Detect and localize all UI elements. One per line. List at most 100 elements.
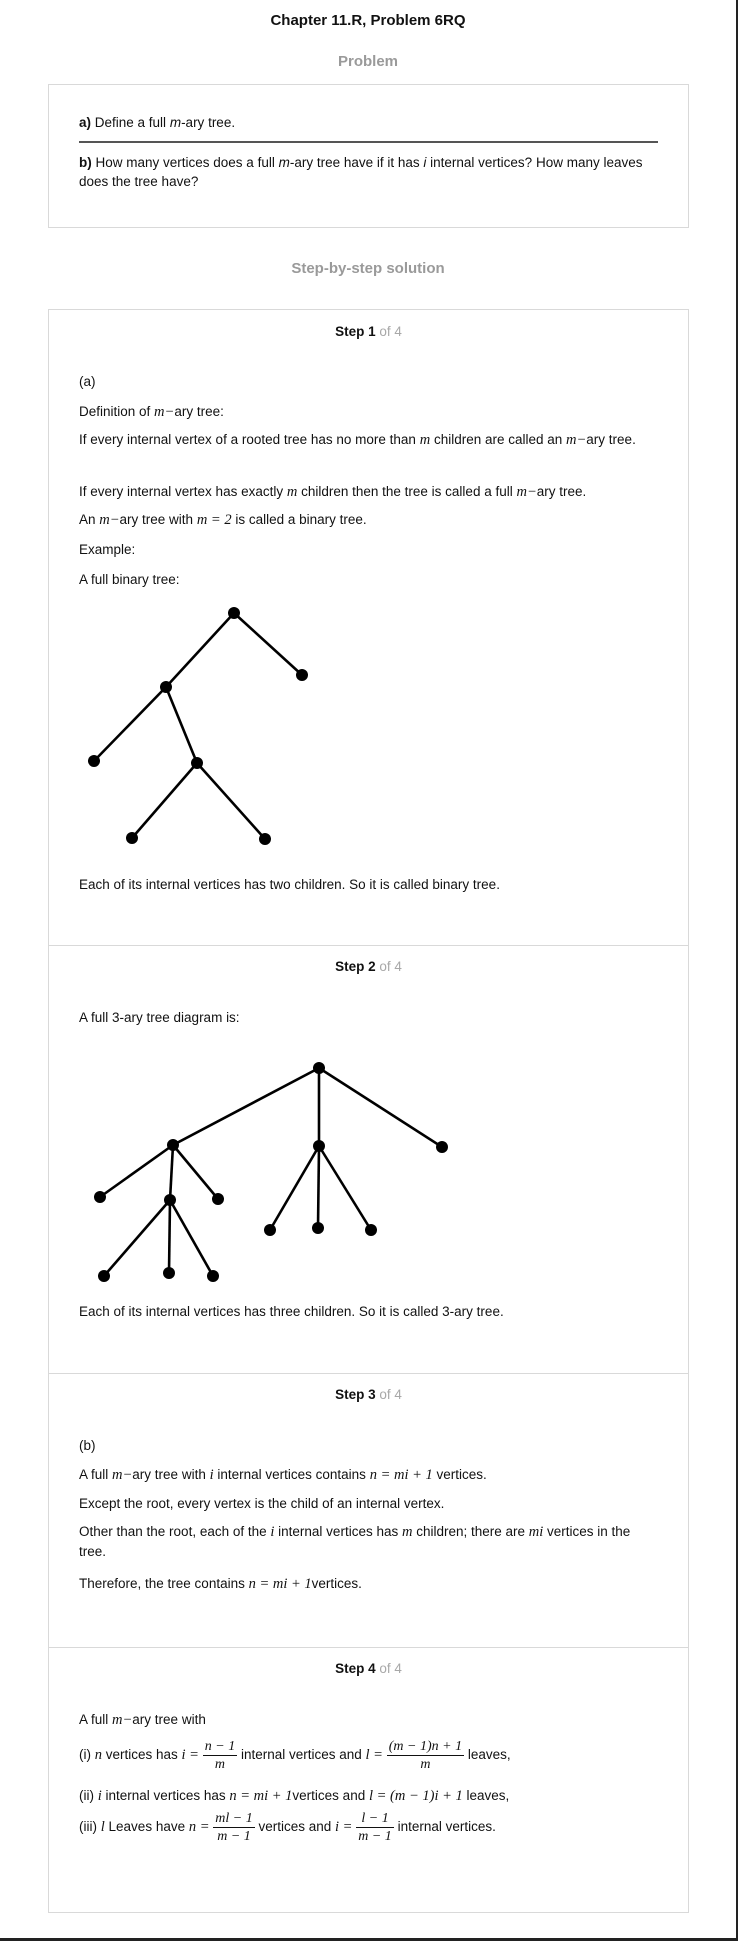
step-2-label: Step 2 <box>335 959 376 974</box>
text: leaves, <box>462 1788 510 1803</box>
math: m− <box>516 484 537 500</box>
tree-node <box>191 757 203 769</box>
step-1-line-3: An m−ary tree with m = 2 is called a bin… <box>79 510 658 530</box>
step-2-intro: A full 3-ary tree diagram is: <box>79 1010 240 1025</box>
tree-leaf <box>365 1224 377 1236</box>
ternary-tree-diagram <box>94 1062 448 1282</box>
page-frame-right <box>736 0 738 1941</box>
step-1-label: Step 1 <box>335 324 376 339</box>
math: l = <box>365 1747 383 1763</box>
step-4-item-ii: (ii) i internal vertices has n = mi + 1v… <box>79 1786 658 1806</box>
solution-heading: Step-by-step solution <box>291 260 445 277</box>
text: Therefore, the tree contains <box>79 1576 249 1591</box>
page-frame-bottom <box>0 1938 738 1941</box>
text: vertices and <box>292 1788 369 1803</box>
math: n <box>94 1747 102 1763</box>
tree-leaf <box>88 755 100 767</box>
math: i <box>97 1788 102 1804</box>
tree-node <box>164 1194 176 1206</box>
part-b-text-end: internal vertices? How many leaves does … <box>79 155 643 189</box>
math: i <box>209 1467 214 1483</box>
text: ary tree. <box>536 484 587 499</box>
math: m <box>419 432 431 448</box>
step-4-line-1: A full m−ary tree with <box>79 1710 658 1730</box>
tree-leaf <box>212 1193 224 1205</box>
text: vertices has <box>102 1747 182 1762</box>
step-1-conclusion: Each of its internal vertices has two ch… <box>79 877 500 892</box>
problem-box: a) Define a full m-ary tree. b) How many… <box>48 84 689 228</box>
math: m− <box>112 1467 133 1483</box>
math: n = mi + 1 <box>248 1576 312 1592</box>
math: i = <box>181 1747 199 1763</box>
problem-divider <box>79 141 658 143</box>
text: children; there are <box>412 1524 529 1539</box>
part-a-label: a) <box>79 115 92 130</box>
math: n = mi + 1 <box>369 1467 433 1483</box>
step-1-line-2: If every internal vertex has exactly m c… <box>79 482 658 502</box>
tree-edges <box>99 1066 443 1277</box>
tree-leaf <box>126 832 138 844</box>
part-b-text-mid: -ary tree have if it has <box>289 155 424 170</box>
text: Other than the root, each of the <box>79 1524 271 1539</box>
part-a-text-end: -ary tree. <box>181 115 236 130</box>
tree-node <box>167 1139 179 1151</box>
tree-leaf <box>264 1224 276 1236</box>
text: ary tree with <box>132 1712 206 1727</box>
step-1: Step 1 of 4 (a) Definition of m−ary tree… <box>49 310 688 945</box>
item-label: (iii) <box>79 1819 101 1834</box>
text: internal vertices has <box>274 1524 402 1539</box>
tree-leaf <box>436 1141 448 1153</box>
text: ary tree: <box>174 404 224 419</box>
tree-node-root <box>313 1062 325 1074</box>
tree-leaf <box>163 1267 175 1279</box>
text: Leaves have <box>104 1819 189 1834</box>
text: internal vertices and <box>237 1747 366 1762</box>
part-a-var: m <box>169 115 182 130</box>
step-1-of: of 4 <box>375 324 402 339</box>
step-4-title: Step 4 of 4 <box>49 1661 688 1676</box>
tree-leaf <box>259 833 271 845</box>
text: An <box>79 512 100 527</box>
numerator: (m − 1)n + 1 <box>386 1738 465 1756</box>
step-separator <box>49 1647 688 1648</box>
tree-nodes <box>88 607 308 845</box>
math: i <box>270 1524 275 1540</box>
text: is called a binary tree. <box>235 512 367 527</box>
step-3-line-2: Except the root, every vertex is the chi… <box>79 1496 445 1511</box>
step-separator <box>49 945 688 946</box>
step-1-title: Step 1 of 4 <box>49 324 688 339</box>
problem-heading: Problem <box>337 53 398 70</box>
step-3-line-4: Therefore, the tree contains n = mi + 1v… <box>79 1574 658 1594</box>
step-2-title: Step 2 of 4 <box>49 959 688 974</box>
text: ary tree with <box>132 1467 210 1482</box>
text: internal vertices. <box>393 1819 496 1834</box>
problem-part-a: a) Define a full m-ary tree. <box>79 113 658 132</box>
math: m− <box>112 1712 133 1728</box>
text: children are called an <box>433 432 567 447</box>
part-b-label: b) <box>79 155 92 170</box>
numerator: ml − 1 <box>213 1810 255 1828</box>
tree-nodes <box>94 1062 448 1282</box>
math: m− <box>566 432 587 448</box>
text: vertices and <box>254 1819 336 1834</box>
step-separator <box>49 1373 688 1374</box>
text: ary tree with <box>119 512 197 527</box>
problem-part-b: b) How many vertices does a full m-ary t… <box>79 153 658 191</box>
text: vertices. <box>311 1576 362 1591</box>
step-3-part: (b) <box>79 1438 96 1453</box>
math: m <box>401 1524 413 1540</box>
part-b-var-i: i <box>423 155 427 170</box>
tree-node <box>313 1140 325 1152</box>
math: l <box>100 1819 105 1835</box>
tree-leaf <box>98 1270 110 1282</box>
step-3-label: Step 3 <box>335 1387 376 1402</box>
text: If every internal vertex of a rooted tre… <box>79 432 420 447</box>
math: m− <box>99 512 120 528</box>
denominator: m <box>420 1756 431 1772</box>
text: internal vertices has <box>101 1788 230 1803</box>
step-2-of: of 4 <box>375 959 402 974</box>
step-3-title: Step 3 of 4 <box>49 1387 688 1402</box>
tree-node <box>160 681 172 693</box>
